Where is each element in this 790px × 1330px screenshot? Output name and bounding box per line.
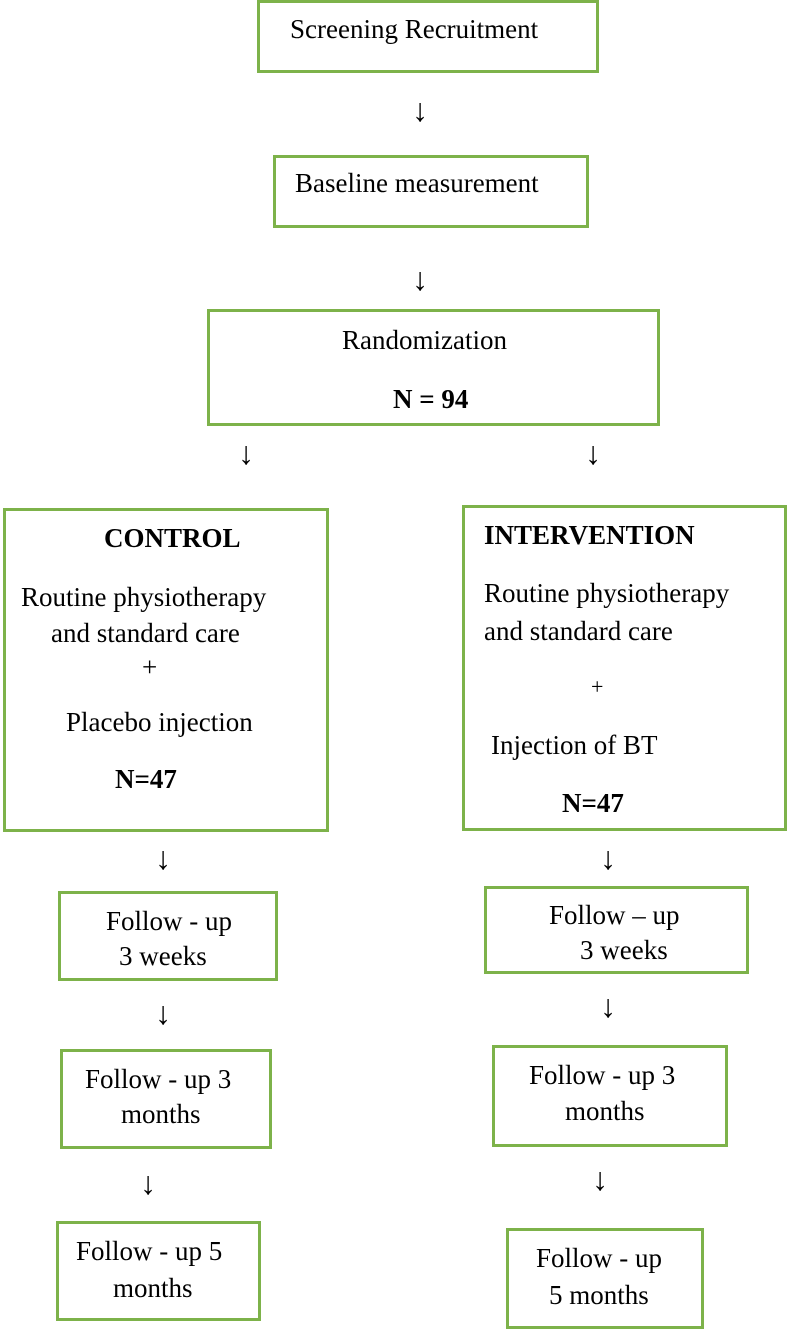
control-title: CONTROL: [104, 523, 241, 553]
intervention-followup-3-weeks-line2: 3 weeks: [580, 935, 668, 965]
intervention-followup-5-months-line2: 5 months: [549, 1280, 649, 1310]
arrow-down-icon: ↓: [155, 995, 171, 1031]
screening-box: [257, 0, 599, 73]
baseline-label: Baseline measurement: [295, 168, 539, 198]
control-followup-3-weeks-line1: Follow - up: [106, 906, 233, 936]
control-box: [3, 508, 329, 832]
arrow-down-icon: ↓: [412, 261, 428, 297]
intervention-title: INTERVENTION: [484, 520, 695, 550]
arrow-down-icon: ↓: [412, 92, 428, 128]
control-followup-3-months-box: [60, 1049, 272, 1149]
control-plus: +: [142, 652, 158, 682]
control-followup-5-months-line1: Follow - up 5: [76, 1236, 223, 1266]
control-followup-5-months-box: [56, 1221, 261, 1321]
arrow-down-icon: ↓: [238, 435, 254, 471]
intervention-line1: Routine physiotherapy: [484, 578, 730, 608]
randomization-box: [207, 309, 660, 426]
intervention-followup-3-weeks-line1: Follow – up: [549, 900, 680, 930]
intervention-n: N=47: [562, 788, 624, 818]
arrow-down-icon: ↓: [585, 435, 601, 471]
randomization-n: N = 94: [393, 384, 469, 414]
control-followup-3-weeks-line2: 3 weeks: [119, 941, 207, 971]
intervention-box: [462, 505, 787, 831]
intervention-followup-5-months-box: [506, 1228, 704, 1329]
randomization-label: Randomization: [342, 325, 507, 355]
intervention-line3: Injection of BT: [491, 730, 658, 760]
intervention-followup-5-months-line1: Follow - up: [536, 1243, 663, 1273]
control-followup-3-weeks-box: [58, 891, 278, 981]
control-followup-3-months-line1: Follow - up 3: [85, 1064, 232, 1094]
screening-label: Screening Recruitment: [290, 14, 539, 44]
control-line2: and standard care: [51, 618, 240, 648]
control-n: N=47: [115, 764, 177, 794]
intervention-followup-3-weeks-box: [484, 886, 749, 974]
arrow-down-icon: ↓: [592, 1161, 608, 1197]
control-followup-3-months-line2: months: [121, 1099, 201, 1129]
baseline-box: [273, 155, 589, 228]
control-followup-5-months-line2: months: [113, 1273, 193, 1303]
arrow-down-icon: ↓: [155, 840, 171, 876]
intervention-followup-3-months-box: [492, 1045, 728, 1147]
intervention-line2: and standard care: [484, 616, 673, 646]
arrow-down-icon: ↓: [600, 988, 616, 1024]
control-line1: Routine physiotherapy: [21, 582, 267, 612]
arrow-down-icon: ↓: [600, 840, 616, 876]
arrow-down-icon: ↓: [140, 1165, 156, 1201]
intervention-followup-3-months-line2: months: [565, 1096, 645, 1126]
intervention-plus: +: [591, 674, 604, 699]
control-line3: Placebo injection: [66, 707, 253, 737]
intervention-followup-3-months-line1: Follow - up 3: [529, 1060, 676, 1090]
